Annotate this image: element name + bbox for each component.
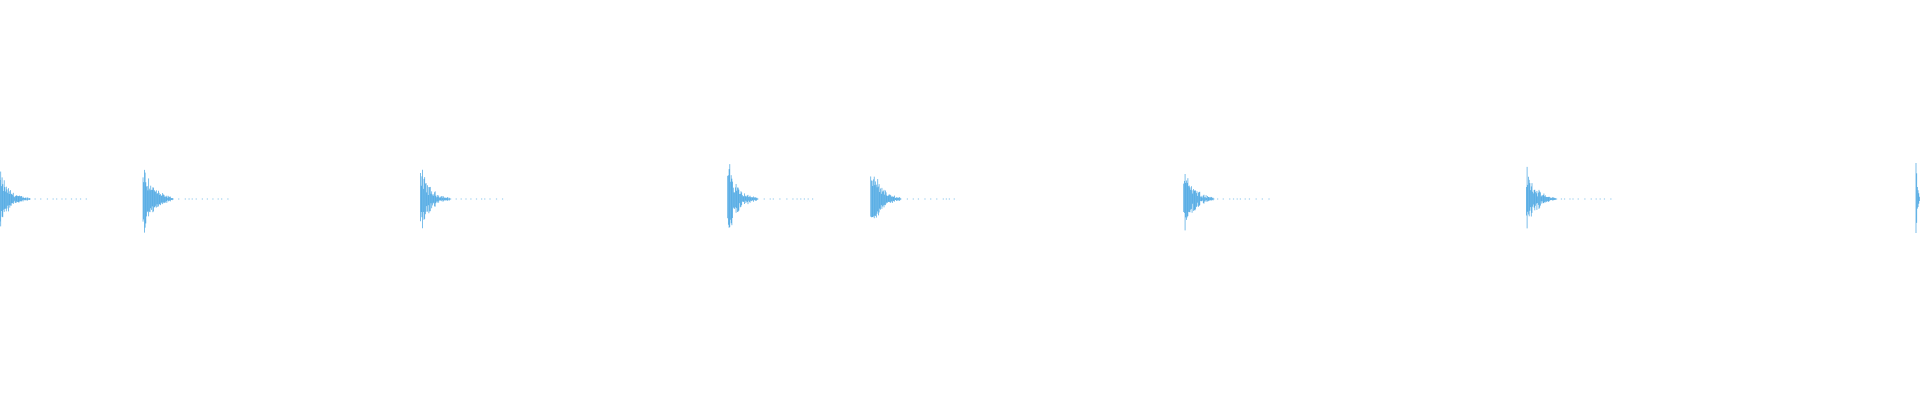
transient-3 <box>420 169 504 229</box>
transient-5 <box>870 176 955 219</box>
transient-2 <box>142 169 229 233</box>
waveform-transients <box>0 163 1920 233</box>
transient-7 <box>1526 166 1612 229</box>
transient-6 <box>1183 174 1270 231</box>
transient-8 <box>1915 163 1920 233</box>
transient-1 <box>0 171 87 227</box>
transient-4 <box>727 164 814 228</box>
